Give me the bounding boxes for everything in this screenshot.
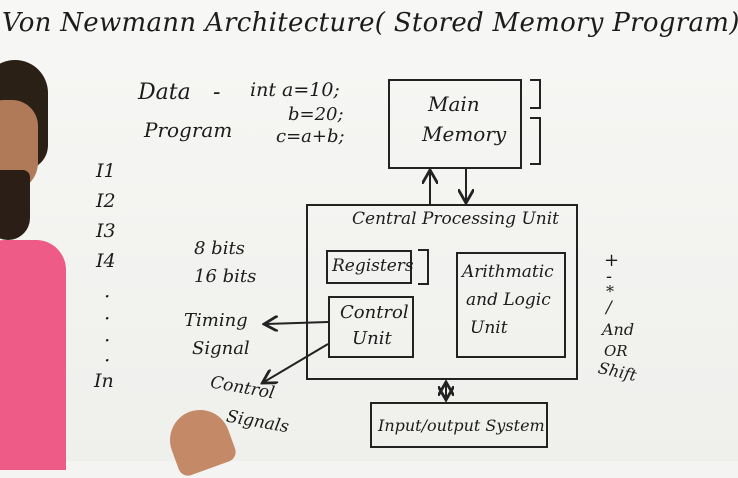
op-divide: /: [606, 298, 612, 318]
cpu-title: Central Processing Unit: [352, 209, 559, 229]
op-and: And: [602, 320, 635, 339]
code-b: b=20;: [288, 104, 344, 125]
ellipsis-dot: ·: [104, 348, 111, 372]
ellipsis-dot: ·: [104, 306, 111, 330]
ellipsis-dot: ·: [104, 328, 111, 352]
code-a: int a=10;: [250, 79, 340, 101]
timing-label: Timing: [184, 310, 248, 331]
instruction-1: I1: [96, 160, 116, 182]
instruction-4: I4: [96, 250, 116, 272]
title: Von Newmann Architecture( Stored Memory …: [2, 8, 738, 38]
op-minus: -: [606, 266, 613, 287]
alu-label: Arithmatic: [462, 262, 554, 282]
control-unit-label: Control: [340, 302, 409, 323]
main-memory-label: Main: [428, 92, 480, 116]
code-c: c=a+b;: [276, 126, 345, 147]
presenter-shirt: [0, 240, 66, 470]
arrow-timing-signal: [266, 322, 329, 324]
presenter: [0, 60, 70, 470]
alu-label: Unit: [470, 318, 508, 338]
timing-label: Signal: [192, 338, 250, 359]
cpu-box: [306, 204, 578, 380]
registers-bracket: [418, 249, 429, 285]
instruction-n: In: [94, 370, 114, 392]
arrow-control-signals: [264, 343, 329, 382]
io-label: Input/output System: [378, 416, 545, 435]
data-label: Data: [138, 80, 191, 105]
control-unit-label: Unit: [352, 328, 392, 349]
op-or: OR: [604, 342, 628, 360]
instruction-3: I3: [96, 220, 116, 242]
instruction-2: I2: [96, 190, 116, 212]
memory-bracket-1: [530, 79, 541, 109]
registers-box: [326, 250, 412, 284]
op-plus: +: [604, 250, 620, 271]
io-box: [370, 402, 548, 448]
memory-bracket-2: [530, 117, 541, 165]
whiteboard: [0, 0, 738, 461]
ellipsis-dot: ·: [104, 284, 111, 308]
bits-8: 8 bits: [194, 238, 245, 259]
program-label: Program: [144, 118, 233, 142]
data-dash: -: [213, 80, 221, 105]
main-memory-label: Memory: [422, 122, 507, 146]
registers-label: Registers: [332, 256, 414, 276]
alu-box: [456, 252, 566, 358]
control-unit-box: [328, 296, 414, 358]
main-memory-box: [388, 79, 522, 169]
bits-16: 16 bits: [194, 266, 257, 287]
presenter-beard: [0, 170, 30, 240]
op-multiply: *: [606, 282, 614, 301]
alu-label: and Logic: [466, 290, 551, 310]
connector-lines: [0, 79, 541, 461]
